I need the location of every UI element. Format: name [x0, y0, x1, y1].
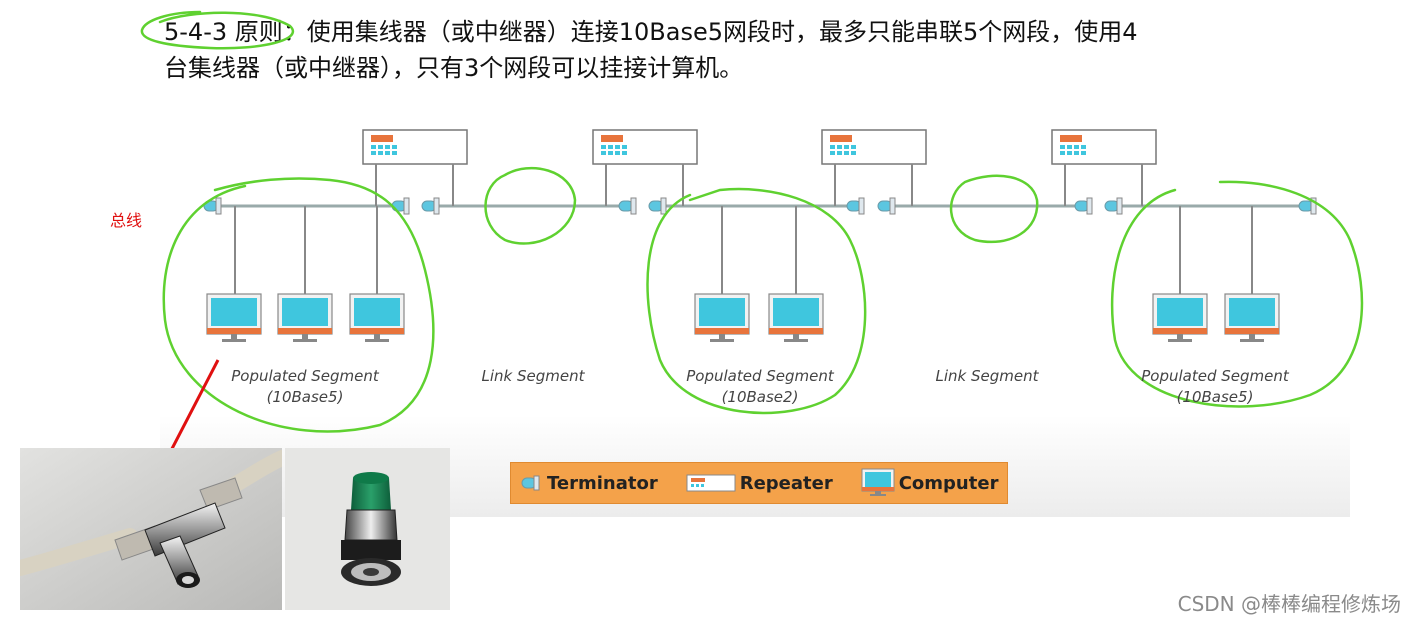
segment-5-computers — [1152, 206, 1280, 343]
bnc-terminator-icon — [285, 448, 450, 610]
legend-repeater: Repeater — [686, 473, 833, 494]
legend-computer: Computer — [861, 468, 999, 498]
computer-icon — [694, 293, 750, 343]
terminator-icon — [846, 197, 865, 215]
segment-label-5: Populated Segment (10Base5) — [1141, 367, 1289, 406]
rule-description: 5-4-3 原则：使用集线器（或中继器）连接10Base5网段时，最多只能串联5… — [164, 14, 1344, 86]
legend-repeater-label: Repeater — [739, 472, 833, 494]
terminator-icon — [877, 197, 896, 215]
segment-label-1: Populated Segment (10Base5) — [231, 367, 379, 406]
segment-3-circle — [646, 187, 867, 415]
computer-icon — [1152, 293, 1208, 343]
computer-icon — [861, 468, 895, 496]
segment-label-4: Link Segment — [935, 367, 1039, 385]
repeater-2 — [592, 129, 698, 206]
prefix-circle — [140, 10, 294, 50]
bus-label: 总线 — [110, 211, 143, 230]
terminator-photo — [285, 448, 450, 610]
rule-prefix: 5-4-3 — [164, 18, 228, 46]
computer-icon — [768, 293, 824, 343]
legend-terminator: Terminator — [521, 473, 658, 494]
legend-computer-label: Computer — [898, 472, 999, 494]
computer-icon — [206, 293, 262, 343]
highlight-annotations — [140, 10, 1364, 433]
legend-terminator-label: Terminator — [547, 472, 658, 494]
terminator-icon — [203, 197, 222, 215]
terminator-icon — [648, 197, 667, 215]
repeater-icon — [686, 474, 736, 492]
computer-icon — [349, 293, 405, 343]
link-1-circle — [484, 166, 577, 245]
terminator-icon — [618, 197, 637, 215]
t-connector-photo — [20, 448, 282, 610]
segment-1-computers — [206, 206, 405, 343]
repeater-4 — [1051, 129, 1157, 206]
segment-3-computers — [694, 206, 824, 343]
computer-icon — [277, 293, 333, 343]
segment-1-circle — [162, 177, 435, 433]
repeater-3 — [821, 129, 927, 206]
computer-icon — [1224, 293, 1280, 343]
t-connector-icon — [20, 448, 282, 610]
terminator-icon — [1104, 197, 1123, 215]
rule-line-2: 台集线器（或中继器），只有3个网段可以挂接计算机。 — [164, 54, 744, 82]
terminator-icon — [521, 475, 540, 491]
link-2-circle — [949, 174, 1039, 244]
legend: Terminator Repeater Computer — [510, 462, 1008, 504]
segment-5-circle — [1110, 180, 1364, 408]
terminator-icon — [421, 197, 440, 215]
terminator-icon — [391, 197, 410, 215]
terminator-icon — [1074, 197, 1093, 215]
watermark: CSDN @棒棒编程修炼场 — [1177, 592, 1401, 616]
rule-line-1: 原则：使用集线器（或中继器）连接10Base5网段时，最多只能串联5个网段，使用… — [227, 18, 1138, 46]
segment-label-3: Populated Segment (10Base2) — [686, 367, 834, 406]
segment-label-2: Link Segment — [481, 367, 585, 385]
repeater-1 — [362, 129, 468, 206]
